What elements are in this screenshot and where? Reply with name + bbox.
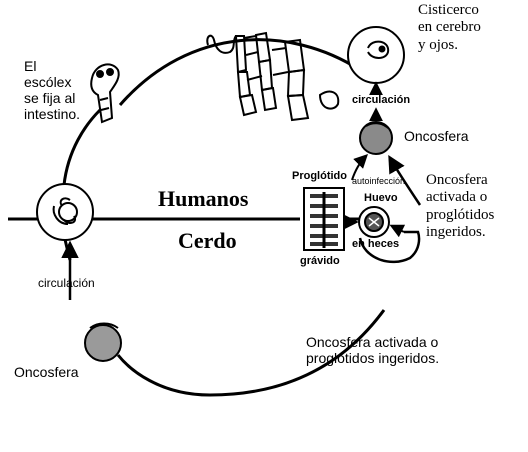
oncosphere-right-icon — [359, 121, 393, 155]
arrow-autoinfeccion — [351, 154, 368, 181]
egg-icon — [358, 206, 390, 238]
gravid-proglottid-icon — [303, 187, 345, 251]
label-proglotido: Proglótido — [292, 170, 347, 182]
cysticercus-left-icon — [36, 183, 94, 241]
label-circulacion-right: circulación — [352, 94, 411, 106]
arrow-en-heces-loop — [358, 230, 421, 264]
label-gravido: grávido — [300, 255, 340, 267]
arrow-activada-to-oncosfera — [388, 154, 422, 206]
label-cisticerco: Cisticerco en cerebro y ojos. — [418, 2, 481, 53]
label-oncosfera-activada-bottom: Oncosfera activada o proglótidos ingerid… — [306, 334, 440, 367]
label-huevo: Huevo — [364, 192, 398, 204]
arrow-to-egg-right — [389, 224, 406, 238]
life-cycle-loop — [61, 38, 386, 397]
host-label-cerdo: Cerdo — [178, 228, 237, 253]
scolex-icon — [90, 63, 120, 124]
label-autoinfeccion: autoinfección — [352, 176, 406, 186]
oncosphere-left-icon — [84, 322, 122, 362]
label-circulacion-left: circulación — [38, 276, 95, 290]
label-en-heces: en heces — [352, 238, 400, 250]
host-label-humanos: Humanos — [158, 186, 249, 211]
cysticercus-top-right-icon — [347, 26, 405, 84]
label-oncosfera-left: Oncosfera — [14, 364, 79, 380]
label-escolex: El escólex se fija al intestino. — [24, 58, 81, 123]
label-oncosfera-right: Oncosfera — [404, 128, 469, 144]
label-oncosfera-activada-right: Oncosfera activada o proglótidos ingerid… — [426, 172, 495, 240]
adult-tapeworm-icon — [206, 31, 340, 122]
